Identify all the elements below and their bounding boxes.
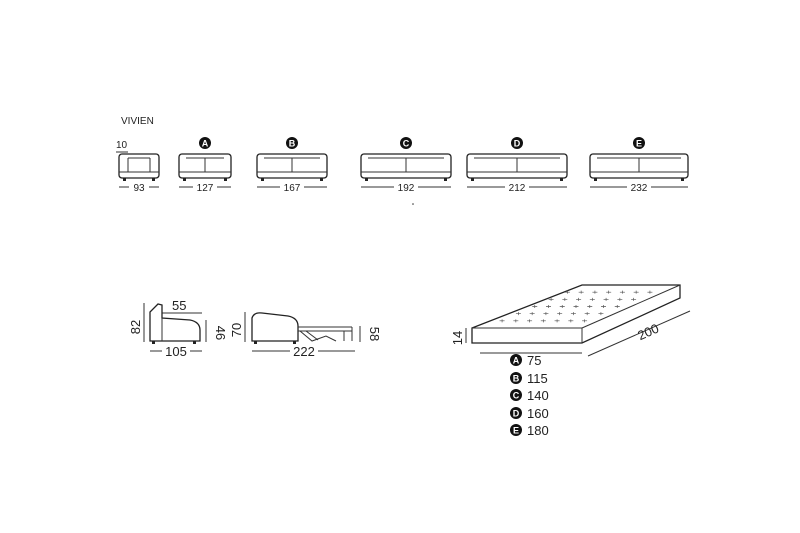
badge-c-icon: C xyxy=(400,137,412,149)
tuft-mark xyxy=(592,290,598,294)
svg-text:B: B xyxy=(513,374,520,384)
width-value: 115 xyxy=(527,371,548,386)
mattress-thickness-label: 14 xyxy=(450,331,465,345)
sofa-width-label: 127 xyxy=(197,183,214,194)
tuft-mark xyxy=(576,297,582,301)
bed-length-label: 222 xyxy=(293,344,315,359)
sofa-width-label: 212 xyxy=(509,183,526,194)
sofa-width-label: 232 xyxy=(631,183,648,194)
badge-a-icon: A xyxy=(199,137,211,149)
tuft-mark xyxy=(601,305,606,308)
width-row-e: E 180 xyxy=(510,423,549,438)
tuft-mark xyxy=(617,297,623,301)
svg-text:C: C xyxy=(513,391,520,401)
svg-text:D: D xyxy=(513,409,520,419)
width-value: 160 xyxy=(527,406,549,421)
tuft-mark xyxy=(568,319,574,323)
seat-height-label: 46 xyxy=(213,326,228,340)
sofa-a-drawing: A 127 xyxy=(178,137,232,194)
tuft-mark xyxy=(562,297,568,301)
width-row-b: B 115 xyxy=(510,371,548,386)
mattress-tufting xyxy=(499,290,653,323)
svg-text:E: E xyxy=(513,426,519,436)
sofa-width-label: 167 xyxy=(284,183,301,194)
bed-height-label: 58 xyxy=(367,327,382,341)
badge-b-icon: B xyxy=(510,372,522,384)
badge-a-icon: A xyxy=(510,354,522,366)
sofa-e-drawing: E 232 xyxy=(589,137,689,194)
width-row-d: D 160 xyxy=(510,406,549,421)
tuft-mark xyxy=(587,305,593,308)
tuft-mark xyxy=(633,290,639,294)
mattress-length-label: 200 xyxy=(635,321,661,344)
tuft-mark xyxy=(614,305,620,308)
mattress-width-list: A 75 B 115 C 140 D 160 E 180 xyxy=(510,353,549,438)
sofa-b-drawing: B 167 xyxy=(256,137,328,194)
tuft-mark xyxy=(564,290,570,294)
tuft-mark xyxy=(570,312,576,316)
tuft-mark xyxy=(631,297,637,301)
svg-text:D: D xyxy=(514,139,521,149)
sofa-width-label: 192 xyxy=(398,183,415,194)
tuft-mark xyxy=(603,297,609,301)
sofa-width-label: 93 xyxy=(133,183,145,194)
depth-label: 105 xyxy=(165,344,187,359)
sofa-bed-side-view: 70 58 222 xyxy=(229,312,382,359)
height-label: 82 xyxy=(128,320,143,334)
armrest-width-label: 10 xyxy=(116,140,128,151)
badge-e-icon: E xyxy=(633,137,645,149)
tuft-mark xyxy=(532,305,538,308)
sofa-d-drawing: D 212 xyxy=(466,137,568,194)
mattress-drawing: 14 200 xyxy=(450,284,691,357)
tuft-mark xyxy=(647,290,653,294)
tuft-mark xyxy=(606,290,612,294)
tuft-mark xyxy=(515,312,521,316)
tuft-mark xyxy=(529,312,535,316)
width-value: 180 xyxy=(527,423,549,438)
tuft-mark xyxy=(578,290,584,294)
tuft-mark xyxy=(598,312,604,316)
badge-b-icon: B xyxy=(286,137,298,149)
seat-depth-label: 55 xyxy=(172,298,186,313)
product-title: VIVIEN xyxy=(121,116,154,127)
sofa-armchair-drawing: 10 93 xyxy=(116,140,160,194)
width-row-a: A 75 xyxy=(510,353,541,368)
tuft-mark xyxy=(584,312,590,316)
tuft-mark xyxy=(548,297,554,301)
tuft-mark xyxy=(573,305,579,308)
sofa-c-drawing: C 192 xyxy=(360,137,452,194)
tuft-mark xyxy=(589,297,595,301)
width-value: 140 xyxy=(527,388,549,403)
sofa-side-view: 55 82 46 105 xyxy=(128,298,228,359)
width-value: 75 xyxy=(527,353,541,368)
svg-text:B: B xyxy=(289,139,296,149)
tuft-mark xyxy=(619,290,625,294)
tuft-mark xyxy=(546,305,551,308)
tuft-mark xyxy=(557,312,563,316)
tuft-mark xyxy=(513,319,519,323)
badge-e-icon: E xyxy=(510,424,522,436)
tuft-mark xyxy=(540,319,546,323)
badge-d-icon: D xyxy=(510,407,522,419)
svg-text:A: A xyxy=(513,356,520,366)
svg-text:C: C xyxy=(403,139,410,149)
svg-text:E: E xyxy=(636,139,642,149)
tuft-mark xyxy=(582,319,588,323)
badge-c-icon: C xyxy=(510,389,522,401)
width-row-c: C 140 xyxy=(510,388,549,403)
stray-dot xyxy=(412,203,414,205)
tuft-mark xyxy=(499,319,505,323)
tuft-mark xyxy=(559,305,565,308)
tuft-mark xyxy=(543,312,549,316)
tuft-mark xyxy=(527,319,533,323)
svg-text:A: A xyxy=(202,139,209,149)
badge-d-icon: D xyxy=(511,137,523,149)
back-height-label: 70 xyxy=(229,323,244,337)
tuft-mark xyxy=(554,319,560,323)
